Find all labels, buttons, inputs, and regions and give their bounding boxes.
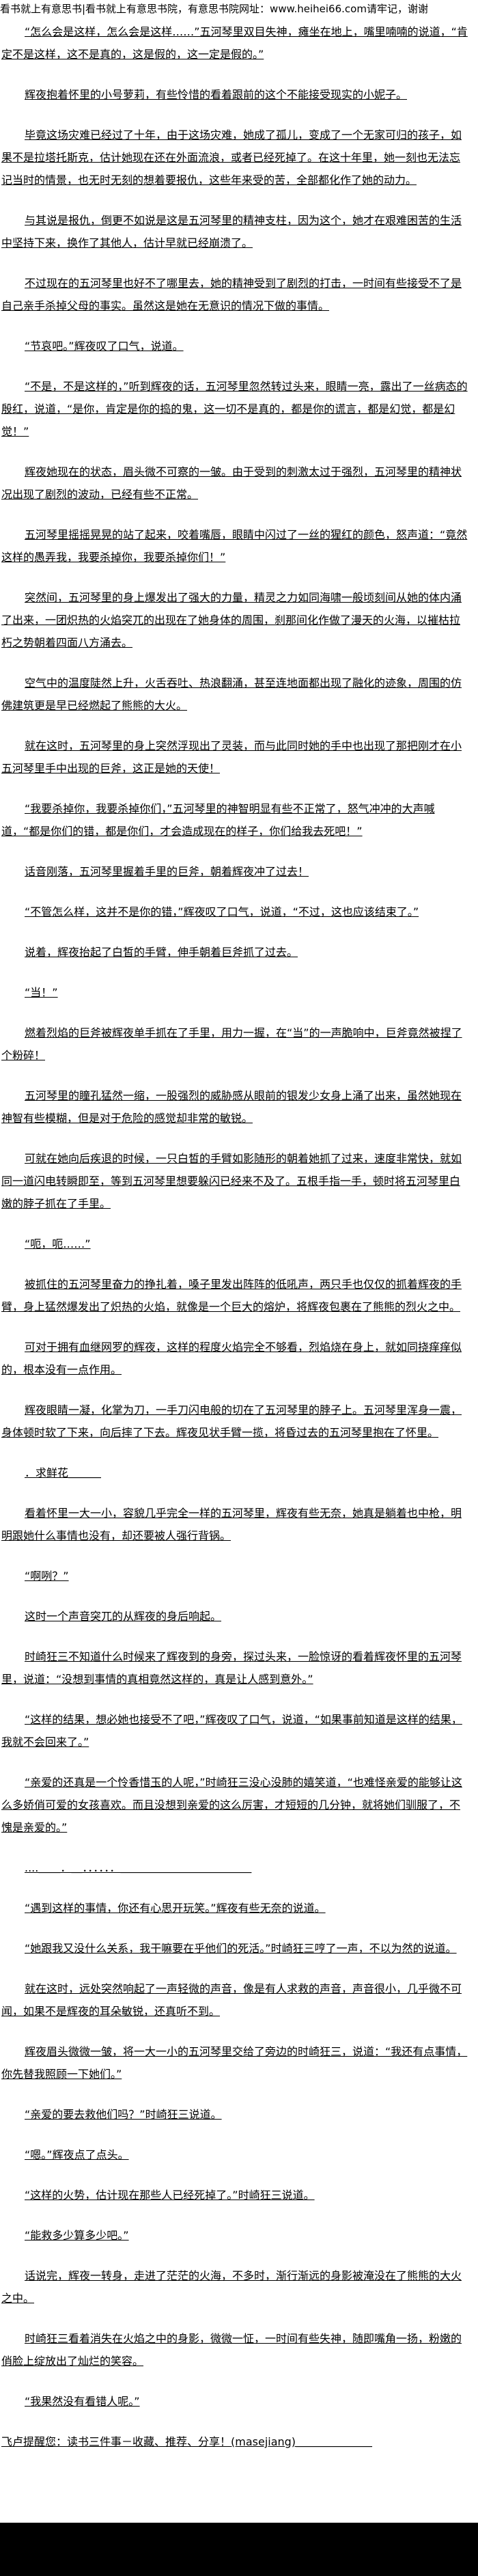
paragraph: 时崎狂三看着消失在火焰之中的身影，微微一怔，一时间有些失神，随即嘴角一扬，粉嫩的… (1, 2327, 468, 2372)
paragraph-text: “我要杀掉你，我要杀掉你们，”五河琴里的神智明显有些不正常了，怒气冲冲的大声喊道… (1, 802, 435, 838)
paragraph-text: 时崎狂三不知道什么时候来了辉夜到的身旁，探过头来，一脸惊讶的看着辉夜怀里的五河琴… (1, 1650, 462, 1686)
paragraph-text: “她跟我又没什么关系，我干嘛要在乎他们的死活。”时崎狂三哼了一声，不以为然的说道… (25, 1942, 457, 1955)
paragraph-text: “嗯。”辉夜点了点头。 (25, 2148, 129, 2161)
paragraph-text: 这时一个声音突兀的从辉夜的身后响起。 (25, 1610, 222, 1623)
paragraph: “啊咧？” (1, 1565, 468, 1587)
paragraph: 就在这时，远处突然响起了一声轻微的声音，像是有人求救的声音，声音很小，几乎微不可… (1, 1977, 468, 2023)
paragraph-text: 不过现在的五河琴里也好不了哪里去，她的精神受到了剧烈的打击，一时间有些接受不了是… (1, 277, 462, 312)
paragraph: 被抓住的五河琴里奋力的挣扎着，嗓子里发出阵阵的低吼声，两只手也仅仅的抓着辉夜的手… (1, 1273, 468, 1318)
paragraph-text: 辉夜抱着怀里的小号萝莉，有些怜惜的看着跟前的这个不能接受现实的小妮子。 (25, 88, 408, 101)
paragraph: 突然间，五河琴里的身上爆发出了强大的力量，精灵之力如同海啸一般顷刻间从她的体内涌… (1, 586, 468, 654)
paragraph-text: “啊咧？” (25, 1570, 69, 1582)
paragraph: 辉夜眼睛一凝，化掌为刀，一手刀闪电般的切在了五河琴里的脖子上。五河琴里浑身一震，… (1, 1399, 468, 1444)
paragraph-text: “亲爱的还真是一个怜香惜玉的人呢，”时崎狂三没心没肺的嬉笑道，“也难怪亲爱的能够… (1, 1776, 462, 1834)
paragraph-text: 时崎狂三看着消失在火焰之中的身影，微微一怔，一时间有些失神，随即嘴角一扬，粉嫩的… (1, 2332, 462, 2368)
paragraph-text: 五河琴里摇摇晃晃的站了起来，咬着嘴唇，眼睛中闪过了一丝的猩红的颜色，怒声道：“竟… (1, 528, 468, 564)
paragraph-text: “当！” (25, 986, 58, 999)
paragraph-text: 辉夜眉头微微一皱，将一大一小的五河琴里交给了旁边的时崎狂三，说道：“我还有点事情… (1, 2045, 468, 2081)
paragraph-text: 说着，辉夜抬起了白皙的手臂，伸手朝着巨斧抓了过去。 (25, 946, 298, 959)
paragraph-text: ....＿＿．＿．．．．．．＿＿＿＿＿＿＿＿＿＿＿＿ (25, 1861, 252, 1874)
paragraph: 这时一个声音突兀的从辉夜的身后响起。 (1, 1605, 468, 1628)
paragraph-text: “节哀吧。”辉夜叹了口气，说道。 (25, 340, 184, 353)
paragraph: “嗯。”辉夜点了点头。 (1, 2143, 468, 2166)
paragraph: ．求鲜花＿＿＿ (1, 1462, 468, 1484)
paragraph: “我要杀掉你，我要杀掉你们，”五河琴里的神智明显有些不正常了，怒气冲冲的大声喊道… (1, 797, 468, 842)
paragraph: 说着，辉夜抬起了白皙的手臂，伸手朝着巨斧抓了过去。 (1, 941, 468, 963)
paragraph: “亲爱的还真是一个怜香惜玉的人呢，”时崎狂三没心没肺的嬉笑道，“也难怪亲爱的能够… (1, 1771, 468, 1839)
paragraph: “呃，呃……” (1, 1233, 468, 1255)
paragraph-text: “怎么会是这样，怎么会是这样……”五河琴里双目失神，瘫坐在地上，嘴里喃喃的说道，… (1, 25, 468, 61)
paragraph-text: 话音刚落，五河琴里握着手里的巨斧，朝着辉夜冲了过去！ (25, 865, 309, 878)
paragraph: “这样的结果，想必她也接受不了吧，”辉夜叹了口气，说道，“如果事前知道是这样的结… (1, 1708, 468, 1753)
paragraph: “遇到这样的事情，你还有心思开玩笑。”辉夜有些无奈的说道。 (1, 1897, 468, 1919)
paragraph: ....＿＿．＿．．．．．．＿＿＿＿＿＿＿＿＿＿＿＿ (1, 1856, 468, 1879)
black-footer-bar (0, 2523, 478, 2576)
paragraph-text: 就在这时，五河琴里的身上突然浮现出了灵装，而与此同时她的手中也出现了那把刚才在小… (1, 739, 462, 775)
paragraph-text: 话说完，辉夜一转身，走进了茫茫的火海，不多时，渐行渐远的身影被淹没在了熊熊的大火… (1, 2269, 462, 2305)
paragraph: “怎么会是这样，怎么会是这样……”五河琴里双目失神，瘫坐在地上，嘴里喃喃的说道，… (1, 20, 468, 66)
paragraph-text: 五河琴里的瞳孔猛然一缩，一股强烈的威胁感从眼前的银发少女身上涌了出来，虽然她现在… (1, 1089, 462, 1125)
paragraph: “亲爱的要去救他们吗？”时崎狂三说道。 (1, 2103, 468, 2126)
paragraph-text: “能救多少算多少吧。” (25, 2229, 129, 2242)
paragraph: 看着怀里一大一小，容貌几乎完全一样的五河琴里，辉夜有些无奈，她真是躺着也中枪，明… (1, 1502, 468, 1547)
paragraph: 毕竟这场灾难已经过了十年，由于这场灾难，她成了孤儿，变成了一个无家可归的孩子，如… (1, 124, 468, 191)
paragraph: 不过现在的五河琴里也好不了哪里去，她的精神受到了剧烈的打击，一时间有些接受不了是… (1, 272, 468, 317)
paragraph: 与其说是报仇，倒更不如说是这是五河琴里的精神支柱，因为这个，她才在艰难困苦的生活… (1, 209, 468, 254)
paragraph: “不是，不是这样的，”听到辉夜的话，五河琴里忽然转过头来，眼睛一亮，露出了一丝病… (1, 375, 468, 443)
paragraph: 五河琴里的瞳孔猛然一缩，一股强烈的威胁感从眼前的银发少女身上涌了出来，虽然她现在… (1, 1084, 468, 1129)
paragraph-text: “这样的火势，估计现在那些人已经死掉了。”时崎狂三说道。 (25, 2189, 315, 2202)
paragraph: “她跟我又没什么关系，我干嘛要在乎他们的死活。”时崎狂三哼了一声，不以为然的说道… (1, 1937, 468, 1960)
paragraph: “能救多少算多少吧。” (1, 2224, 468, 2247)
paragraph-text: 燃着烈焰的巨斧被辉夜单手抓在了手里，用力一握，在“当”的一声脆响中，巨斧竟然被捏… (1, 1026, 462, 1062)
paragraph-text: 就在这时，远处突然响起了一声轻微的声音，像是有人求救的声音，声音很小，几乎微不可… (1, 1982, 462, 2018)
paragraph: 辉夜抱着怀里的小号萝莉，有些怜惜的看着跟前的这个不能接受现实的小妮子。 (1, 83, 468, 106)
paragraph: “不管怎么样，这并不是你的错，”辉夜叹了口气，说道，“不过，这也应该结束了。” (1, 901, 468, 923)
paragraph: 辉夜她现在的状态，眉头微不可察的一皱。由于受到的刺激太过于强烈，五河琴里的精神状… (1, 461, 468, 506)
paragraph-text: 突然间，五河琴里的身上爆发出了强大的力量，精灵之力如同海啸一般顷刻间从她的体内涌… (1, 591, 462, 649)
paragraph-text: 空气中的温度陡然上升，火舌吞吐、热浪翻涌，甚至连地面都出现了融化的迹象，周围的仿… (1, 676, 462, 712)
paragraph: 话说完，辉夜一转身，走进了茫茫的火海，不多时，渐行渐远的身影被淹没在了熊熊的大火… (1, 2264, 468, 2310)
paragraph: 可就在她向后疾退的时候，一只白皙的手臂如影随形的朝着她抓了过来，速度非常快，就如… (1, 1147, 468, 1215)
paragraph-text: “这样的结果，想必她也接受不了吧，”辉夜叹了口气，说道，“如果事前知道是这样的结… (1, 1713, 462, 1749)
paragraph-text: 辉夜她现在的状态，眉头微不可察的一皱。由于受到的刺激太过于强烈，五河琴里的精神状… (1, 465, 462, 501)
reading-reminder-text: 飞卢提醒您：读书三件事－收藏、推荐、分享！(masejiang)＿＿＿＿＿＿＿ (1, 2435, 373, 2448)
paragraph-text: 可对于拥有血继网罗的辉夜，这样的程度火焰完全不够看，烈焰烧在身上，就如同挠痒痒似… (1, 1341, 462, 1376)
paragraph: “我果然没有看错人呢。” (1, 2390, 468, 2413)
paragraph-text: 看着怀里一大一小，容貌几乎完全一样的五河琴里，辉夜有些无奈，她真是躺着也中枪，明… (1, 1507, 462, 1542)
paragraph: “这样的火势，估计现在那些人已经死掉了。”时崎狂三说道。 (1, 2184, 468, 2206)
paragraph: 空气中的温度陡然上升，火舌吞吐、热浪翻涌，甚至连地面都出现了融化的迹象，周围的仿… (1, 672, 468, 717)
paragraph: “节哀吧。”辉夜叹了口气，说道。 (1, 335, 468, 357)
paragraph-text: 被抓住的五河琴里奋力的挣扎着，嗓子里发出阵阵的低吼声，两只手也仅仅的抓着辉夜的手… (1, 1278, 462, 1313)
paragraph-text: “不管怎么样，这并不是你的错，”辉夜叹了口气，说道，“不过，这也应该结束了。” (25, 905, 419, 918)
paragraph: 燃着烈焰的巨斧被辉夜单手抓在了手里，用力一握，在“当”的一声脆响中，巨斧竟然被捏… (1, 1022, 468, 1067)
paragraph: “当！” (1, 981, 468, 1004)
paragraph-text: “遇到这样的事情，你还有心思开玩笑。”辉夜有些无奈的说道。 (25, 1902, 326, 1915)
paragraph-text: “我果然没有看错人呢。” (25, 2395, 140, 2408)
paragraph: 可对于拥有血继网罗的辉夜，这样的程度火焰完全不够看，烈焰烧在身上，就如同挠痒痒似… (1, 1336, 468, 1381)
paragraph-text: ．求鲜花＿＿＿ (25, 1466, 102, 1479)
paragraph: 话音刚落，五河琴里握着手里的巨斧，朝着辉夜冲了过去！ (1, 860, 468, 883)
chapter-body: “怎么会是这样，怎么会是这样……”五河琴里双目失神，瘫坐在地上，嘴里喃喃的说道，… (1, 20, 468, 2471)
paragraph-text: 可就在她向后疾退的时候，一只白皙的手臂如影随形的朝着她抓了过来，速度非常快，就如… (1, 1152, 462, 1210)
paragraph: 就在这时，五河琴里的身上突然浮现出了灵装，而与此同时她的手中也出现了那把刚才在小… (1, 735, 468, 780)
paragraph-text: “不是，不是这样的，”听到辉夜的话，五河琴里忽然转过头来，眼睛一亮，露出了一丝病… (1, 380, 468, 438)
site-notice: 看书就上有意思书|看书就上有意思书院，有意思书院网址：www.heihei66.… (0, 3, 428, 15)
paragraph: 时崎狂三不知道什么时候来了辉夜到的身旁，探过头来，一脸惊讶的看着辉夜怀里的五河琴… (1, 1645, 468, 1690)
paragraph-text: “亲爱的要去救他们吗？”时崎狂三说道。 (25, 2108, 222, 2121)
reading-reminder: 飞卢提醒您：读书三件事－收藏、推荐、分享！(masejiang)＿＿＿＿＿＿＿ (1, 2430, 468, 2453)
paragraph: 辉夜眉头微微一皱，将一大一小的五河琴里交给了旁边的时崎狂三，说道：“我还有点事情… (1, 2040, 468, 2085)
paragraph-text: “呃，呃……” (25, 1237, 91, 1250)
paragraph-text: 辉夜眼睛一凝，化掌为刀，一手刀闪电般的切在了五河琴里的脖子上。五河琴里浑身一震，… (1, 1403, 462, 1439)
paragraph-text: 毕竟这场灾难已经过了十年，由于这场灾难，她成了孤儿，变成了一个无家可归的孩子，如… (1, 128, 462, 187)
paragraph-text: 与其说是报仇，倒更不如说是这是五河琴里的精神支柱，因为这个，她才在艰难困苦的生活… (1, 214, 462, 249)
paragraph: 五河琴里摇摇晃晃的站了起来，咬着嘴唇，眼睛中闪过了一丝的猩红的颜色，怒声道：“竟… (1, 523, 468, 568)
